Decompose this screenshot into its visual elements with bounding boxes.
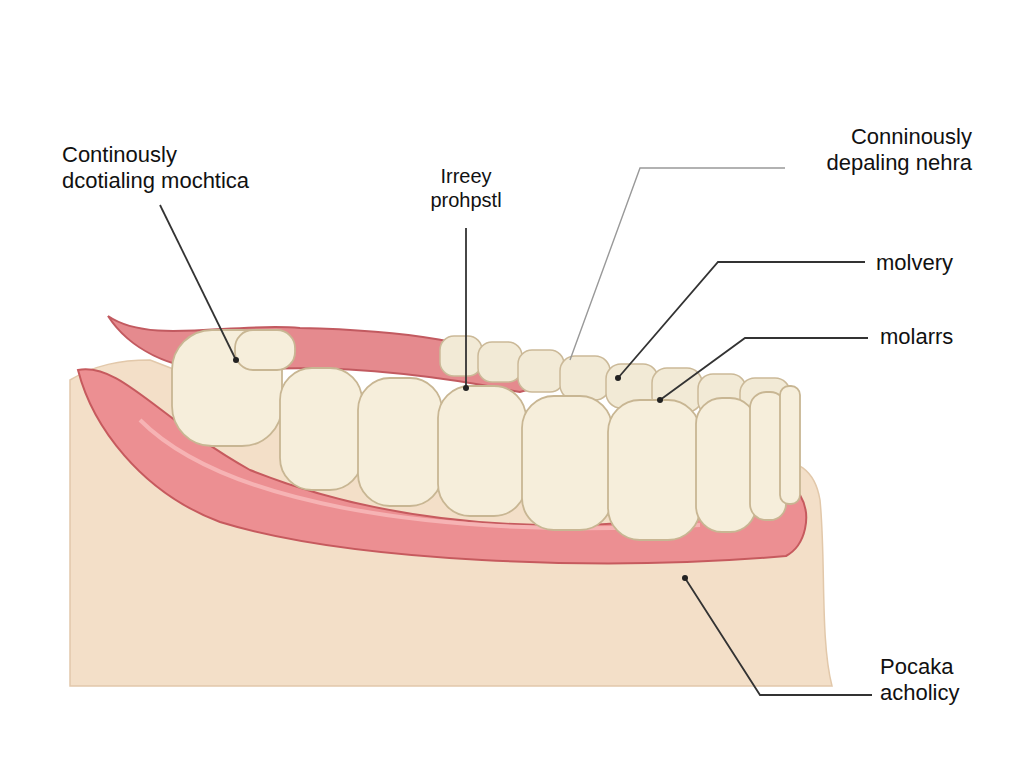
- callout-label: Conninously depaling nehra: [792, 124, 972, 177]
- molar: [235, 330, 295, 370]
- tooth: [780, 386, 800, 504]
- front-teeth: [172, 330, 800, 540]
- tooth: [696, 398, 756, 532]
- callout-label: molvery: [876, 250, 953, 276]
- leader-dot: [233, 357, 239, 363]
- tooth: [560, 356, 610, 400]
- leader-line: [160, 205, 236, 360]
- leader-line: [660, 338, 868, 400]
- tooth: [522, 396, 612, 530]
- tooth: [438, 386, 526, 516]
- leader-dots: [233, 357, 688, 581]
- leader-lines: [160, 168, 872, 695]
- leader-dot: [463, 385, 469, 391]
- leader-dot: [657, 397, 663, 403]
- tooth: [358, 378, 442, 506]
- callout-label: Irreey prohpstl: [406, 164, 526, 212]
- leader-line: [685, 578, 872, 695]
- callout-label: Pocaka acholicy: [880, 654, 990, 707]
- callout-label: Continously dcotialing mochtica: [62, 142, 267, 195]
- tooth: [518, 350, 564, 392]
- tooth: [440, 336, 482, 376]
- leader-line: [570, 168, 785, 360]
- leader-dot: [615, 375, 621, 381]
- leader-dot: [682, 575, 688, 581]
- tooth: [478, 342, 522, 382]
- leader-line: [618, 262, 865, 378]
- tooth: [608, 400, 700, 540]
- callout-label: molarrs: [880, 324, 953, 350]
- tooth: [280, 368, 362, 490]
- leader-line: [465, 228, 467, 388]
